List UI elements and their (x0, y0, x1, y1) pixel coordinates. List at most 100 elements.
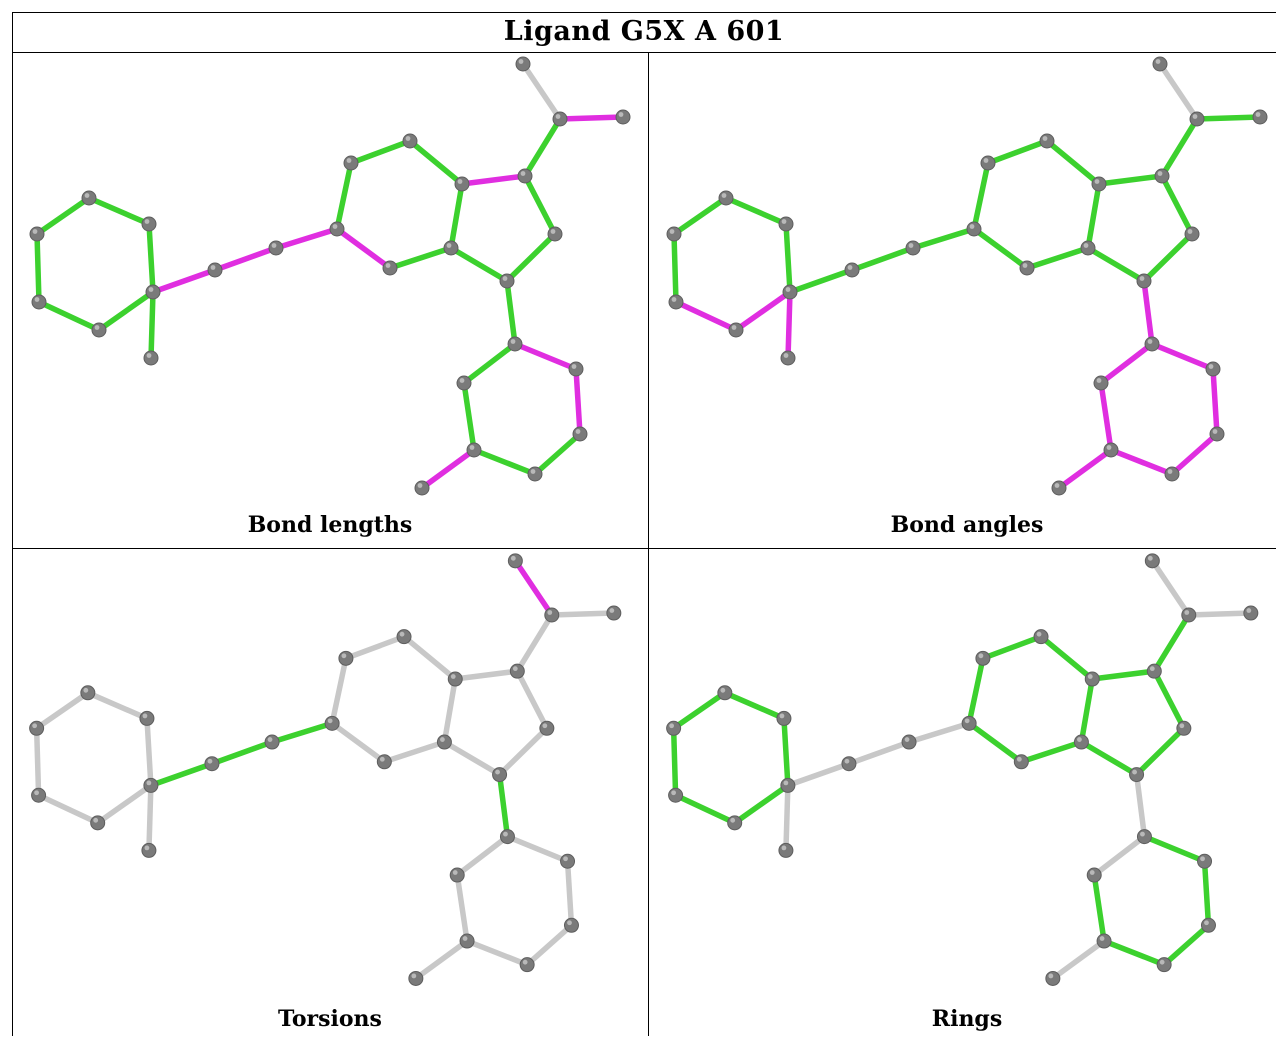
bond (452, 668, 521, 682)
atom (507, 336, 523, 352)
bond (1044, 138, 1102, 187)
bond (96, 289, 156, 333)
atom (544, 607, 560, 623)
atom (980, 155, 996, 171)
atom-highlight (1159, 959, 1165, 965)
bond (1201, 858, 1212, 929)
bond (522, 173, 558, 237)
atom (447, 671, 463, 687)
bond (343, 633, 407, 662)
bond (496, 771, 511, 840)
atom-highlight (1132, 769, 1137, 775)
bond (381, 739, 448, 765)
bond (966, 655, 986, 727)
atom-highlight (1187, 229, 1193, 234)
atom-highlight (522, 959, 528, 965)
bond (387, 245, 454, 271)
atom-highlight (671, 297, 677, 302)
atom (1164, 466, 1180, 482)
atom (81, 190, 97, 206)
bond (1101, 938, 1167, 968)
atom-highlight (547, 610, 553, 615)
atom-highlight (93, 817, 99, 823)
atom (1093, 375, 1109, 391)
atom-highlight (510, 339, 516, 344)
atom (1152, 56, 1168, 72)
bonds-group (671, 61, 1263, 491)
caption-torsions: Torsions (278, 1006, 382, 1032)
atom-highlight (783, 353, 789, 358)
bond (670, 690, 728, 732)
atom-highlight (450, 674, 456, 679)
atom (1051, 480, 1067, 496)
atom (1156, 957, 1172, 973)
atom (492, 767, 508, 783)
atom-highlight (563, 856, 568, 862)
atom (396, 629, 412, 645)
atom (1033, 629, 1049, 645)
atom-highlight (452, 870, 458, 875)
bond (846, 739, 912, 767)
atom (459, 933, 475, 949)
atom (1243, 605, 1259, 621)
bond (1096, 173, 1165, 187)
atom-highlight (721, 193, 727, 198)
atom (499, 829, 515, 845)
bond (1149, 558, 1192, 618)
atom-highlight (1099, 936, 1105, 941)
atom (382, 260, 398, 276)
bond (1210, 366, 1220, 437)
atom (517, 168, 533, 184)
atom-highlight (542, 723, 548, 729)
atom (718, 190, 734, 206)
bond (1085, 245, 1147, 284)
atom-highlight (575, 429, 581, 434)
atom-highlight (550, 229, 556, 234)
atom-highlight (405, 136, 411, 141)
atom-highlight (1200, 856, 1205, 862)
atom-highlight (530, 469, 536, 474)
atom-highlight (1140, 831, 1145, 837)
atom (454, 176, 470, 192)
atom-highlight (148, 287, 154, 292)
atom (376, 754, 392, 770)
atom (1176, 720, 1192, 736)
atom-highlight (847, 265, 853, 270)
bond (148, 289, 156, 361)
atom (572, 426, 588, 442)
atom (527, 466, 543, 482)
bond (733, 289, 793, 333)
atom-highlight (1212, 429, 1218, 434)
atom (519, 957, 535, 973)
atom (1200, 917, 1216, 933)
atom-highlight (1087, 674, 1093, 679)
panel-torsions (29, 553, 622, 986)
bond (532, 431, 583, 477)
atom-highlight (341, 653, 347, 659)
atom (90, 815, 106, 831)
bond (407, 138, 465, 187)
bond (1078, 739, 1140, 778)
atom-highlight (904, 737, 910, 742)
atom (443, 240, 459, 256)
bond (448, 181, 465, 251)
bond (1078, 676, 1095, 745)
atom-highlight (964, 718, 970, 724)
atom-highlight (1089, 870, 1095, 875)
atom (91, 322, 107, 338)
atom (456, 375, 472, 391)
bond (1056, 447, 1114, 491)
atom (975, 650, 991, 666)
atom (1144, 553, 1160, 569)
bond (971, 226, 1030, 271)
atom-highlight (908, 243, 914, 248)
atom (966, 221, 982, 237)
atom-highlight (417, 483, 423, 488)
atom (268, 240, 284, 256)
bond (33, 725, 42, 798)
bond (731, 782, 791, 826)
atom-highlight (669, 229, 675, 234)
atom-highlight (210, 265, 216, 270)
atom-highlight (332, 224, 338, 229)
bond (212, 245, 279, 273)
